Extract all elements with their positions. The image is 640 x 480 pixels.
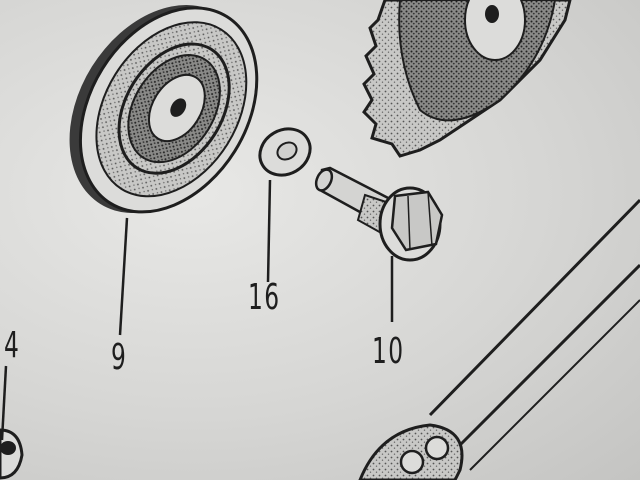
leader-line-9 [118, 217, 129, 336]
leader-line-4 [0, 365, 8, 441]
callout-part-4: 4 [4, 325, 21, 366]
callout-part-10: 10 [372, 331, 405, 372]
drive-chain [358, 198, 640, 480]
callout-part-9: 9 [111, 337, 128, 378]
leader-lines [0, 179, 394, 441]
callout-part-16: 16 [248, 277, 281, 318]
leader-line-16 [266, 179, 272, 283]
bolt [314, 166, 444, 262]
pulley-wheel [69, 5, 259, 214]
sprocket-gear [362, 0, 572, 158]
left-fragment-part [0, 428, 24, 480]
washer [258, 127, 312, 177]
